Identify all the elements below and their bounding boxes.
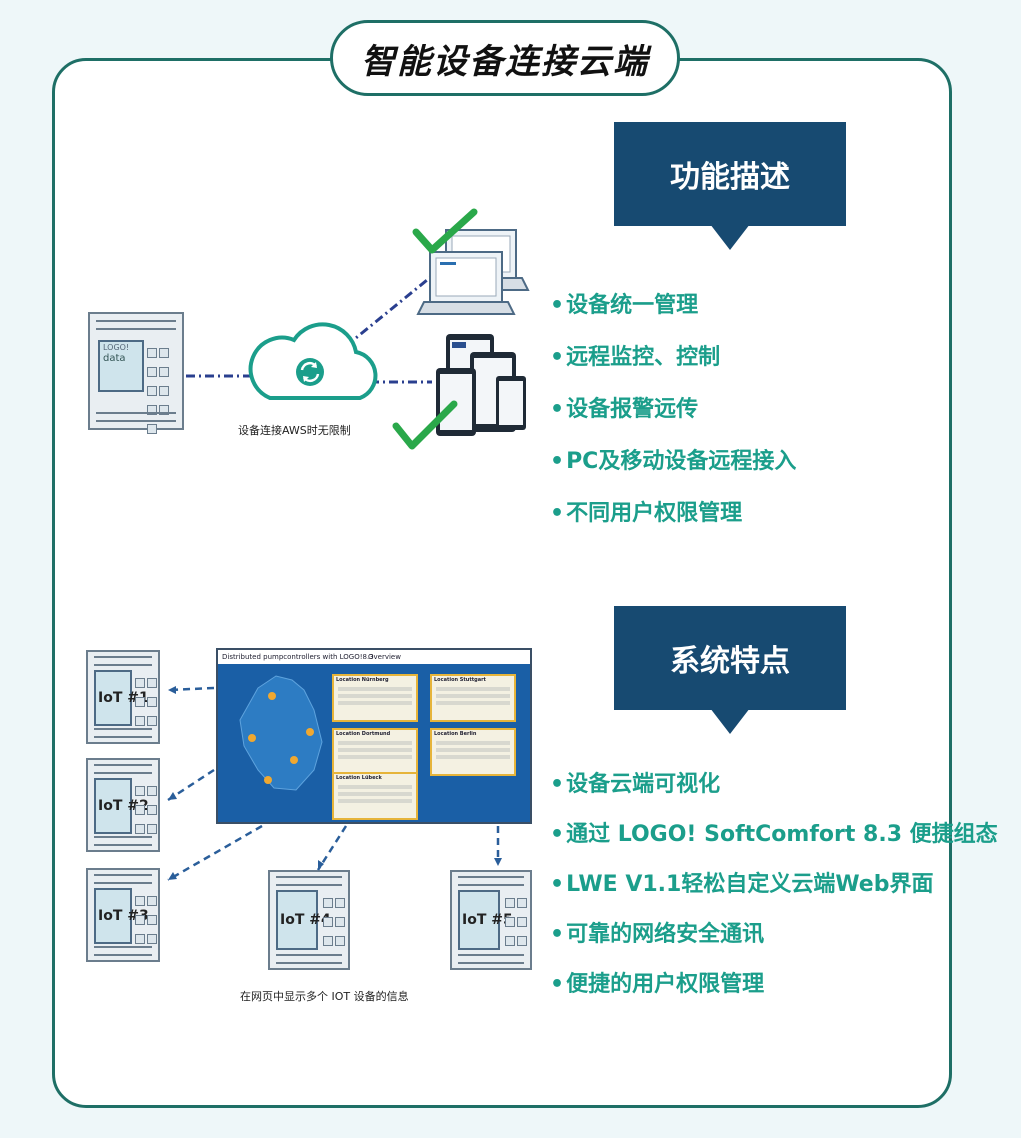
feature-item: 便捷的用户权限管理 [550, 960, 998, 1010]
location-card: Location Berlin [430, 728, 516, 776]
plc-display: LOGO! data [98, 340, 144, 392]
map-marker [248, 734, 256, 742]
link-dashboard-iot3 [167, 824, 263, 882]
feature-item: 设备统一管理 [550, 280, 796, 332]
section2-feature-list: 设备云端可视化 通过 LOGO! SoftComfort 8.3 便捷组态 LW… [550, 760, 998, 1010]
logo-plc-device: LOGO! data [88, 312, 184, 434]
check-icon [412, 208, 478, 254]
dashboard-topbar: Distributed pumpcontrollers with LOGO!8.… [218, 650, 530, 664]
iot-device: IoT #4 [268, 870, 350, 970]
card-title: Location Stuttgart [434, 677, 486, 683]
iot-device-label: IoT #4 [280, 912, 331, 928]
iot-caption: 在网页中显示多个 IOT 设备的信息 [240, 990, 409, 1003]
location-card: Location Dortmund [332, 728, 418, 776]
location-card: Location Nürnberg [332, 674, 418, 722]
germany-map [239, 675, 323, 791]
feature-item: 设备报警远传 [550, 384, 796, 436]
iot-device: IoT #2 [86, 758, 160, 852]
page-title: 智能设备连接云端 [361, 41, 649, 82]
card-title: Location Berlin [434, 731, 477, 737]
laptop-icon [416, 229, 530, 315]
iot-device: IoT #3 [86, 868, 160, 962]
map-marker [306, 728, 314, 736]
cloud-icon [248, 322, 378, 400]
web-dashboard: Distributed pumpcontrollers with LOGO!8.… [216, 648, 532, 824]
location-card: Location Stuttgart [430, 674, 516, 722]
feature-item: 远程监控、控制 [550, 332, 796, 384]
section2-banner: 系统特点 [614, 606, 846, 734]
feature-item: 通过 LOGO! SoftComfort 8.3 便捷组态 [550, 810, 998, 860]
iot-device-label: IoT #5 [462, 912, 513, 928]
map-marker [268, 692, 276, 700]
link-dashboard-iot4 [316, 825, 348, 871]
plc-brand: LOGO! [103, 343, 130, 352]
feature-item: 设备云端可视化 [550, 760, 998, 810]
link-dashboard-iot2 [167, 768, 215, 802]
page-title-pill: 智能设备连接云端 [330, 20, 680, 96]
feature-item: 可靠的网络安全通讯 [550, 910, 998, 960]
section1-feature-list: 设备统一管理 远程监控、控制 设备报警远传 PC及移动设备远程接入 不同用户权限… [550, 280, 796, 540]
map-marker [264, 776, 272, 784]
card-title: Location Nürnberg [336, 677, 389, 683]
plc-display-text: data [103, 353, 126, 364]
section1-banner: 功能描述 [614, 122, 846, 250]
feature-item: LWE V1.1轻松自定义云端Web界面 [550, 860, 998, 910]
card-title: Location Lübeck [336, 775, 382, 781]
iot-device: IoT #5 [450, 870, 532, 970]
mobile-devices-icon [436, 334, 526, 436]
dashboard-title: Distributed pumpcontrollers with LOGO!8.… [222, 653, 374, 661]
map-marker [290, 756, 298, 764]
iot-device: IoT #1 [86, 650, 160, 744]
location-card: Location Lübeck [332, 772, 418, 820]
feature-item: 不同用户权限管理 [550, 488, 796, 540]
dashboard-nav: Overview [368, 653, 401, 661]
plc-keypad [146, 344, 176, 439]
feature-item: PC及移动设备远程接入 [550, 436, 796, 488]
check-icon [392, 400, 458, 450]
card-title: Location Dortmund [336, 731, 391, 737]
cloud-caption: 设备连接AWS时无限制 [238, 424, 351, 437]
